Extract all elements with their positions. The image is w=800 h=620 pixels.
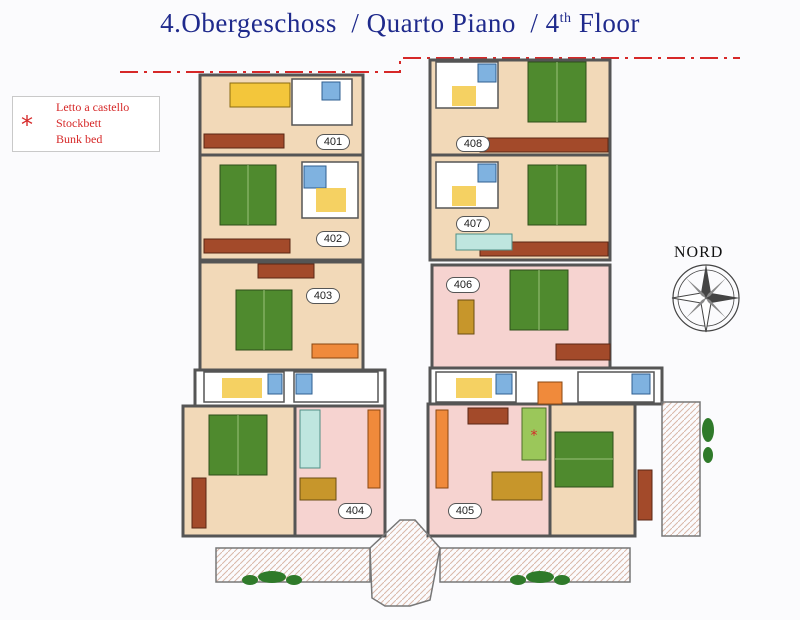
bunk-bed-marker: * [531,428,538,444]
legend-line-english: Bunk bed [56,132,103,146]
sofas [299,233,513,469]
legend-box: * Letto a castello Stockbett Bunk bed [12,96,160,152]
single-bed [229,82,291,108]
boundary-line [120,57,740,73]
room-label-408: 408 [456,136,490,152]
room-label-402: 402 [316,231,350,247]
title-english-number: 4 [545,8,560,38]
bunk-bed-symbol: * [21,111,33,139]
legend-line-italian: Letto a castello [56,100,130,114]
room-label-405: 405 [448,503,482,519]
bathroom-tiles [222,86,492,398]
title-italian: Quarto Piano [366,8,516,38]
room-label-401: 401 [316,134,350,150]
room-label-403: 403 [306,288,340,304]
compass-label: NORD [674,244,724,261]
plants [242,418,714,585]
legend-line-german: Stockbett [56,116,102,130]
shower-trays [267,63,651,395]
room-label-404: 404 [338,503,372,519]
title-english-sup: th [559,11,572,26]
title-separator-2: / [530,8,539,38]
bunk-bed [521,407,547,461]
legend-text: Letto a castello Stockbett Bunk bed [56,99,129,147]
compass-rose [671,264,740,333]
title-english: Floor [578,8,640,38]
bed-dividers [237,62,613,475]
title-german: 4.Obergeschoss [160,8,337,38]
kitchen-counters [311,343,563,489]
title-separator-1: / [351,8,360,38]
room-label-406: 406 [446,277,480,293]
page-title: 4.Obergeschoss / Quarto Piano / 4th Floo… [0,8,800,39]
room-label-407: 407 [456,216,490,232]
tables [299,299,543,501]
